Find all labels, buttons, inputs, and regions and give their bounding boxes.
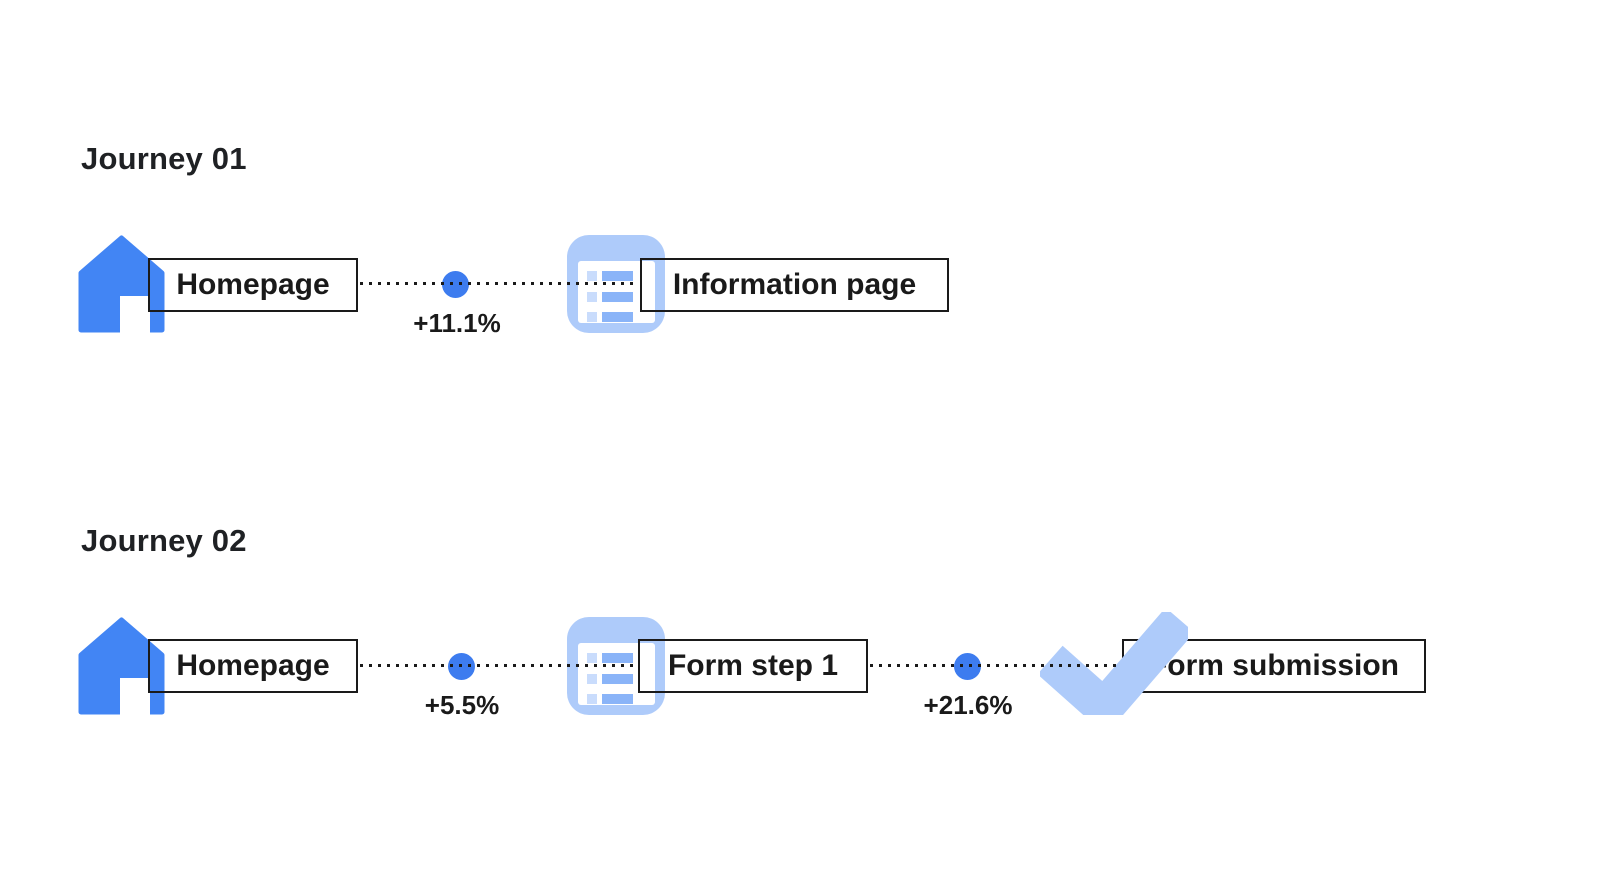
home-icon	[78, 235, 165, 333]
checkmark-icon	[1037, 607, 1195, 736]
step-box-homepage: Homepage	[148, 258, 358, 312]
uplift-percentage: +5.5%	[424, 690, 500, 720]
step-label: Form submission	[1148, 649, 1400, 682]
uplift-percentage: +21.6%	[923, 690, 1013, 720]
journey-01-title: Journey 01	[81, 141, 247, 176]
connector-line	[360, 282, 638, 285]
step-label: Information page	[672, 268, 917, 301]
home-icon	[78, 617, 165, 715]
step-label: Homepage	[176, 649, 330, 682]
step-label: Homepage	[176, 268, 330, 301]
step-box-information-page: Information page	[640, 258, 949, 312]
step-box-form-submission: Form submission	[1122, 639, 1426, 693]
journey-02-title: Journey 02	[81, 523, 247, 558]
uplift-percentage: +11.1%	[413, 308, 501, 338]
step-label: Form step 1	[667, 649, 839, 682]
connector-line	[360, 664, 636, 667]
step-box-form-step-1: Form step 1	[638, 639, 868, 693]
connector-line	[870, 664, 1120, 667]
step-box-homepage: Homepage	[148, 639, 358, 693]
